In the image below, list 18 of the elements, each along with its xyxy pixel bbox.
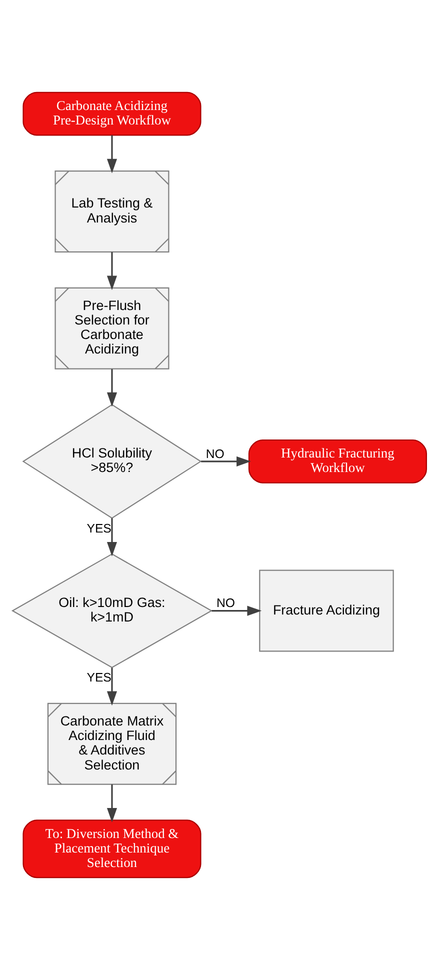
node-diamond: Oil: k>10mD Gas: k>1mD bbox=[11, 553, 213, 668]
arrow bbox=[201, 456, 251, 466]
node-box: Hydraulic Fracturing Workflow bbox=[248, 440, 427, 484]
arrow bbox=[106, 369, 118, 407]
node-box: To: Diversion Method & Placement Technique Selection bbox=[22, 820, 202, 878]
arrow bbox=[106, 784, 118, 822]
edge-label: YES bbox=[86, 521, 112, 536]
arrow bbox=[106, 135, 118, 174]
arrow bbox=[106, 668, 118, 706]
arrow bbox=[106, 252, 118, 290]
node-box: Carbonate Acidizing Pre-Design Workflow bbox=[22, 92, 202, 136]
arrow bbox=[106, 518, 118, 556]
edge-label: NO bbox=[206, 446, 224, 461]
edge-label: YES bbox=[86, 670, 112, 685]
edge-label: NO bbox=[216, 596, 236, 610]
arrow bbox=[212, 606, 262, 616]
node-box: Fracture Acidizing bbox=[259, 570, 394, 652]
node-diamond: HCl Solubility >85%? bbox=[22, 404, 202, 519]
